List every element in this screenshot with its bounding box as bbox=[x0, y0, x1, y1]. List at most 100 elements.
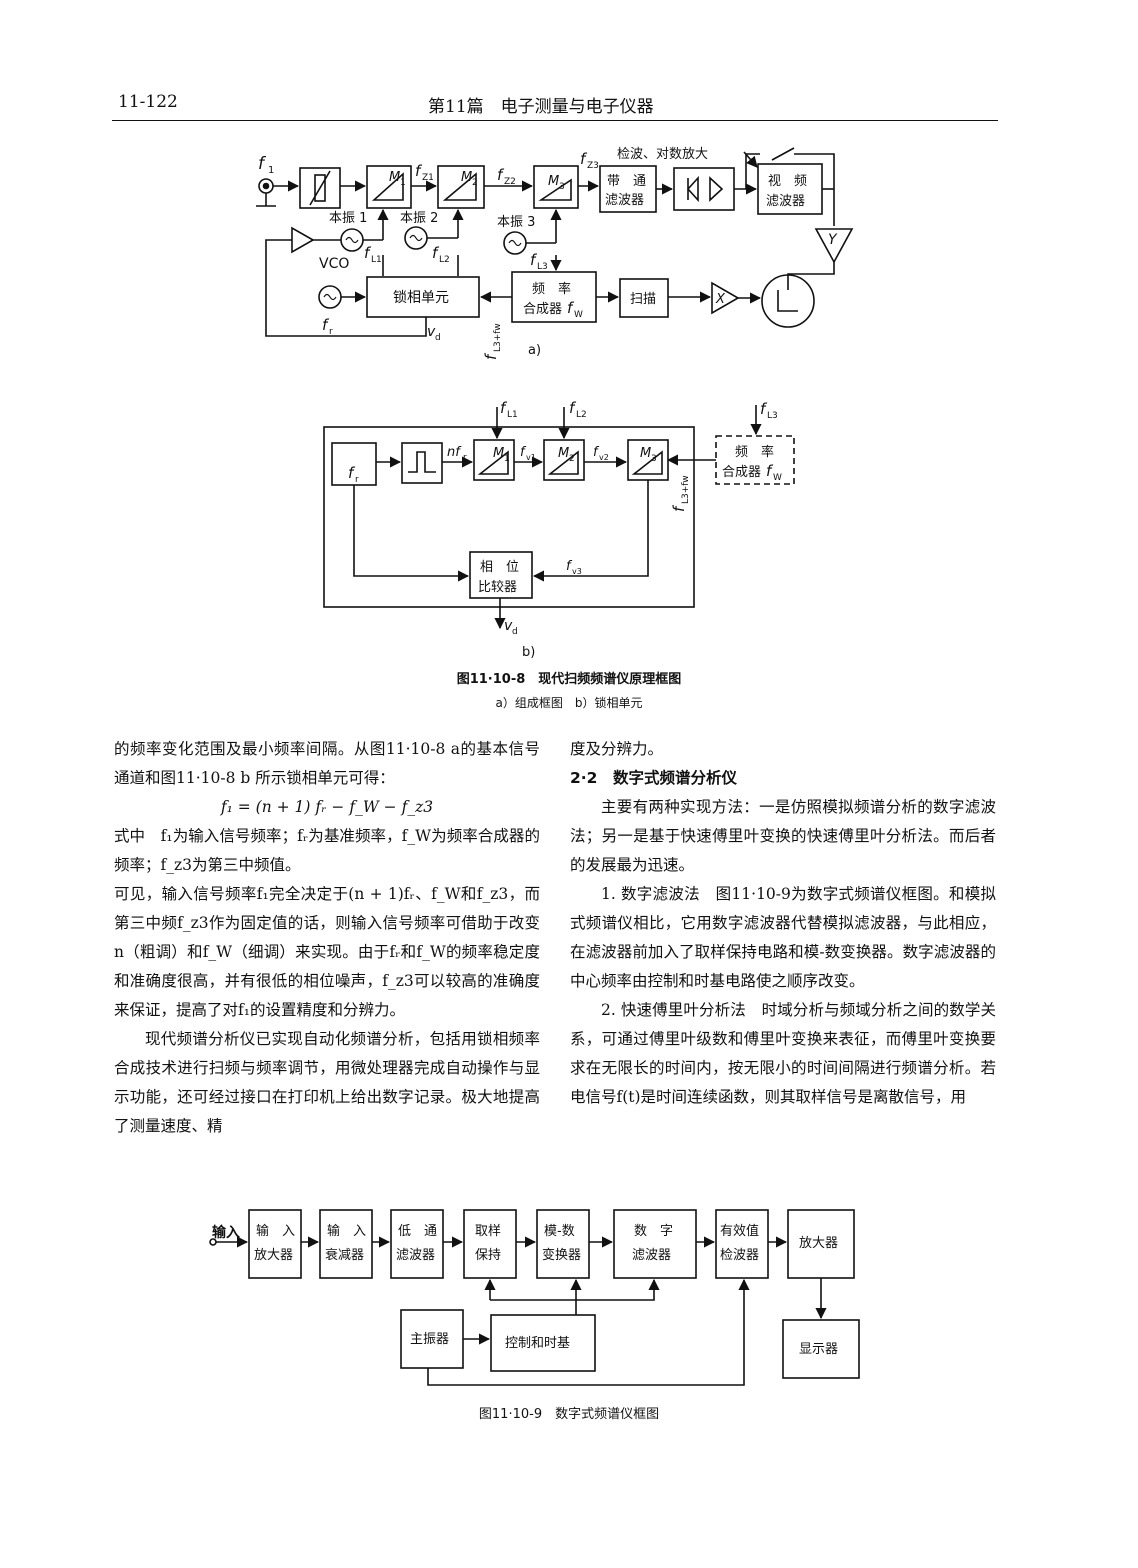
vco-driver bbox=[291, 226, 315, 254]
right-para-2: 1. 数字滤波法 图11·10-9为数字式频谱仪框图。和模拟式频谱仪相比，它用数… bbox=[570, 885, 996, 990]
b-fl3: f bbox=[760, 400, 768, 418]
svg-text:L3: L3 bbox=[537, 262, 548, 272]
adc-block bbox=[536, 1209, 590, 1279]
left-para-3: 可见，输入信号频率f₁完全决定于(n + 1)fᵣ、f_W和f_z3，而第三中频… bbox=[114, 885, 540, 1019]
right-para-3: 2. 快速傅里叶分析法 时域分析与频域分析之间的数学关系，可通过傅里叶级数和傅里… bbox=[570, 1001, 996, 1106]
figure-a-diagram: f 1 M 1 f Z1 M 2 f Z2 M 3 f Z3 带 通 滤波器 检… bbox=[256, 147, 854, 660]
b-fl2: f bbox=[569, 399, 577, 417]
input-att-l2: 衰减器 bbox=[325, 1247, 364, 1263]
b-mixer-1-block bbox=[473, 439, 515, 481]
fig-a-label: a) bbox=[528, 343, 541, 358]
svg-text:1: 1 bbox=[268, 165, 274, 176]
left-para-4: 现代频谱分析仪已实现自动化频谱分析，包括用锁相频率合成技术进行扫频与频率调节，用… bbox=[114, 1030, 540, 1135]
header-rule bbox=[112, 120, 998, 121]
lo2-label: 本振 2 bbox=[400, 211, 438, 226]
svg-text:W: W bbox=[773, 473, 782, 483]
svg-text:d: d bbox=[512, 627, 518, 637]
left-para-1: 的频率变化范围及最小频率间隔。从图11·10-8 a的基本信号通道和图11·10… bbox=[114, 740, 540, 787]
detector-log-amp-block bbox=[673, 167, 735, 211]
pll-unit-outline bbox=[323, 426, 695, 608]
svg-text:L3+fw: L3+fw bbox=[681, 475, 691, 504]
svg-text:3: 3 bbox=[559, 182, 565, 192]
b-synth-fw: f bbox=[766, 462, 774, 480]
svg-text:W: W bbox=[574, 310, 583, 320]
b-fv1: f bbox=[520, 445, 527, 460]
svg-text:L1: L1 bbox=[507, 410, 518, 420]
reference-oscillator-block bbox=[331, 442, 377, 486]
if2-label: f bbox=[497, 166, 505, 184]
if3-label: f bbox=[580, 150, 588, 168]
synth-fw: f bbox=[567, 299, 575, 317]
mixer-2-label: M bbox=[461, 170, 472, 185]
page-number: 11-122 bbox=[118, 92, 178, 112]
comp-line1: 相 位 bbox=[480, 560, 519, 575]
b-m3: M bbox=[640, 446, 651, 461]
right-para-1: 主要有两种实现方法：一是仿照模拟频谱分析的数字滤波法；另一是基于快速傅里叶变换的… bbox=[570, 798, 996, 874]
b-fl3fw: f bbox=[670, 504, 688, 512]
dfilter-l1: 数 字 bbox=[634, 1224, 673, 1239]
synth-line2: 合成器 bbox=[523, 302, 562, 317]
sweep-label: 扫描 bbox=[630, 292, 656, 307]
input-connector bbox=[256, 178, 276, 207]
equation: f₁ = (n + 1) fᵣ − f_W − f_z3 bbox=[220, 798, 434, 816]
rms-detector-block bbox=[715, 1209, 769, 1279]
bpf-line1: 带 通 bbox=[607, 174, 646, 189]
figure-8-subcaption: a）组成框图 b）锁相单元 bbox=[495, 696, 643, 710]
fig-a-input-label: f bbox=[258, 154, 267, 174]
dfilter-l2: 滤波器 bbox=[632, 1248, 671, 1263]
svg-text:d: d bbox=[435, 333, 441, 343]
phase-comparator-block bbox=[469, 551, 533, 599]
ref-label: f bbox=[322, 316, 330, 334]
svg-text:1: 1 bbox=[504, 454, 510, 464]
svg-text:v2: v2 bbox=[599, 453, 609, 462]
input-att-l1: 输 入 bbox=[327, 1223, 366, 1239]
ctrl-label: 控制和时基 bbox=[505, 1336, 570, 1351]
mixer-1-block bbox=[366, 165, 412, 209]
fl3-label: f bbox=[530, 251, 538, 269]
input-attenuator-block bbox=[319, 1209, 373, 1279]
sh-l1: 取样 bbox=[475, 1224, 501, 1239]
left-column: 的频率变化范围及最小频率间隔。从图11·10-8 a的基本信号通道和图11·10… bbox=[114, 735, 540, 1141]
x-label: X bbox=[715, 292, 726, 307]
running-title: 第11篇 电子测量与电子仪器 bbox=[428, 97, 654, 117]
lowpass-filter-block bbox=[390, 1209, 444, 1279]
bpf-line2: 滤波器 bbox=[605, 193, 644, 208]
svg-text:Z2: Z2 bbox=[504, 177, 516, 187]
figure-9-caption: 图11·10-9 数字式频谱仪框图 bbox=[478, 1407, 660, 1422]
input-amp-l2: 放大器 bbox=[254, 1248, 293, 1263]
svg-text:L3+fw: L3+fw bbox=[493, 323, 503, 352]
svg-text:Z3: Z3 bbox=[587, 161, 599, 171]
video-line1: 视 频 bbox=[768, 174, 807, 189]
amp-l1: 放大器 bbox=[799, 1236, 838, 1251]
display-block bbox=[782, 1319, 860, 1379]
svg-text:2: 2 bbox=[569, 454, 575, 464]
digital-filter-block bbox=[613, 1209, 697, 1279]
lo3-label: 本振 3 bbox=[497, 215, 535, 230]
fl3fw-label: f bbox=[482, 352, 500, 360]
b-fv2: f bbox=[593, 445, 600, 460]
y-label: Y bbox=[828, 232, 838, 248]
input-amp-l1: 输 入 bbox=[256, 1223, 295, 1239]
b-fl1: f bbox=[500, 399, 508, 417]
lo1-label: 本振 1 bbox=[329, 211, 367, 226]
sweep-block bbox=[619, 278, 669, 318]
input-amplifier-block bbox=[248, 1209, 302, 1279]
x-amplifier bbox=[711, 281, 740, 315]
b-vd: v bbox=[504, 618, 513, 634]
y-amplifier bbox=[814, 228, 854, 264]
fl1-label: f bbox=[364, 244, 372, 262]
control-timebase-block bbox=[490, 1314, 596, 1372]
synthesizer-dashed-block bbox=[715, 435, 795, 485]
b-mixer-2-block bbox=[543, 439, 585, 481]
svg-text:r: r bbox=[463, 453, 467, 463]
mixer-3-block bbox=[533, 165, 579, 209]
display-label: 显示器 bbox=[799, 1342, 838, 1357]
lpf-l2: 滤波器 bbox=[396, 1248, 435, 1263]
input-label: 输入 bbox=[212, 1224, 240, 1241]
osc-label: 主振器 bbox=[410, 1332, 449, 1347]
synth-line1: 频 率 bbox=[532, 281, 571, 297]
b-m1: M bbox=[493, 446, 504, 461]
b-synth-line2: 合成器 bbox=[722, 465, 761, 480]
detector-label: 检波、对数放大 bbox=[617, 147, 708, 162]
svg-text:L1: L1 bbox=[371, 255, 382, 265]
